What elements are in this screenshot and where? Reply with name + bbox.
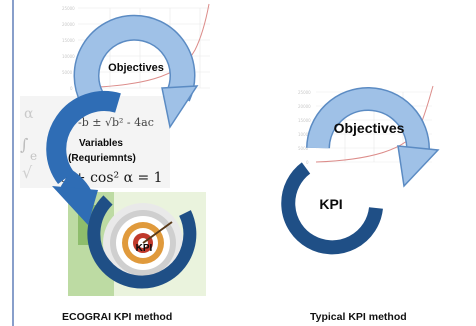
right-objectives-arrow [306,87,440,188]
right-chart-tick: 15000 [298,118,311,123]
left-chart-tick: 25000 [62,6,75,11]
left-objectives-arrow [73,14,199,129]
right-chart-tick: 20000 [298,104,311,109]
requirements-label: (Requriemnts) [68,153,136,164]
right-kpi-label: KPI [319,196,342,212]
left-chart-tick: 0 [70,86,73,91]
trig-identity-text: α + cos² α = 1 [60,170,163,186]
svg-text:α: α [24,106,34,122]
svg-text:∫: ∫ [20,135,28,154]
right-kpi-ring [281,162,383,255]
left-chart-tick: 5000 [62,70,73,75]
left-objectives-label: Objectives [108,62,164,74]
svg-text:√: √ [22,163,33,182]
left-kpi-ring [87,195,197,289]
quadratic-formula-text: -b ± √b² - 4ac [78,116,154,129]
left-chart-tick: 20000 [62,22,75,27]
variables-label: Variables [79,138,123,149]
svg-text:e: e [30,149,37,163]
right-caption: Typical KPI method [310,311,407,323]
left-chart-tick: 10000 [62,54,75,59]
left-chart-tick: 15000 [62,38,75,43]
right-chart-tick: 10000 [298,132,311,137]
right-objectives-label: Objectives [334,120,405,136]
left-kpi-label: KPI [136,243,153,254]
left-caption: ECOGRAI KPI method [62,311,173,323]
right-chart-tick: 0 [306,160,309,165]
right-chart-tick: 25000 [298,90,311,95]
left-variables-arrow [46,91,121,225]
right-chart-tick: 5000 [298,146,309,151]
